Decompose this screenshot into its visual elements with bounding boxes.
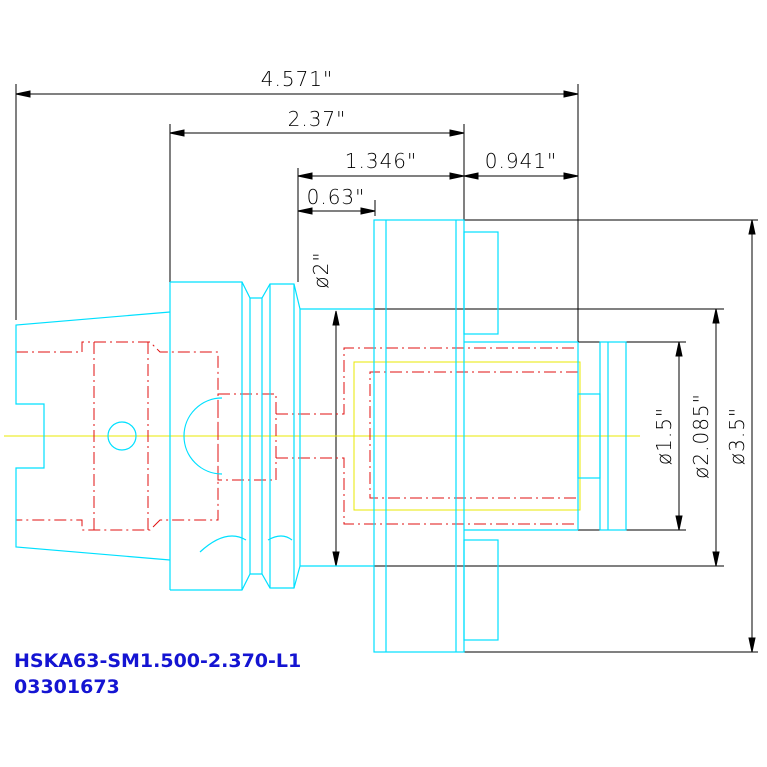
arrow <box>675 515 683 531</box>
inner-bore-yellow <box>353 361 581 511</box>
arrow <box>360 207 376 215</box>
hidden-cavity-shank <box>16 341 219 531</box>
arrow <box>297 172 313 180</box>
groove-curve <box>267 535 293 541</box>
dim-gauge-length: 2.37" <box>288 107 347 131</box>
hidden-lines <box>16 341 578 531</box>
arrow <box>15 90 31 98</box>
dim-overall-length: 4.571" <box>261 67 333 91</box>
arrow <box>675 341 683 357</box>
nose-ring <box>599 341 627 531</box>
arrow <box>563 172 579 180</box>
large-flange <box>373 219 465 653</box>
groove-curve <box>199 535 247 553</box>
arrow <box>748 219 756 235</box>
flange-bottom <box>170 565 301 591</box>
hidden-coolant-top <box>276 347 578 415</box>
dim-flange-offset: 0.63" <box>307 185 366 209</box>
arrow <box>332 551 340 567</box>
dim-body-diameter: ø2.085" <box>689 393 713 479</box>
arrow <box>712 551 720 567</box>
dim-bore-diameter: ø1.5" <box>652 407 676 465</box>
arrow <box>463 172 479 180</box>
arrow <box>169 129 185 137</box>
arrow <box>332 310 340 326</box>
part-number-label: HSKA63-SM1.500-2.370-L1 <box>14 650 302 672</box>
hidden-coolant-bottom <box>276 457 578 525</box>
hsk-cross-hole <box>107 421 137 451</box>
dim-projection-length: 0.941" <box>485 149 557 173</box>
arrow <box>297 207 313 215</box>
catalog-number-label: 03301673 <box>14 676 120 698</box>
flange-top <box>170 281 301 310</box>
hsk-taper <box>15 311 171 561</box>
dimension-lines <box>15 84 758 653</box>
centerlines <box>4 361 640 511</box>
wrench-flat-top <box>463 231 499 335</box>
arrow <box>449 172 465 180</box>
arrow <box>748 637 756 653</box>
arrow <box>449 129 465 137</box>
dim-body-length: 1.346" <box>345 149 417 173</box>
hidden-bore <box>369 371 578 499</box>
arrow <box>712 308 720 324</box>
dim-shank-diameter: ø2" <box>309 251 333 288</box>
part-outline <box>15 219 627 653</box>
arrow <box>563 90 579 98</box>
wrench-flat-bottom <box>463 539 499 641</box>
drive-slot-arc <box>183 397 223 475</box>
dim-flange-diameter: ø3.5" <box>725 407 749 465</box>
hidden-drive-slot <box>217 393 277 481</box>
